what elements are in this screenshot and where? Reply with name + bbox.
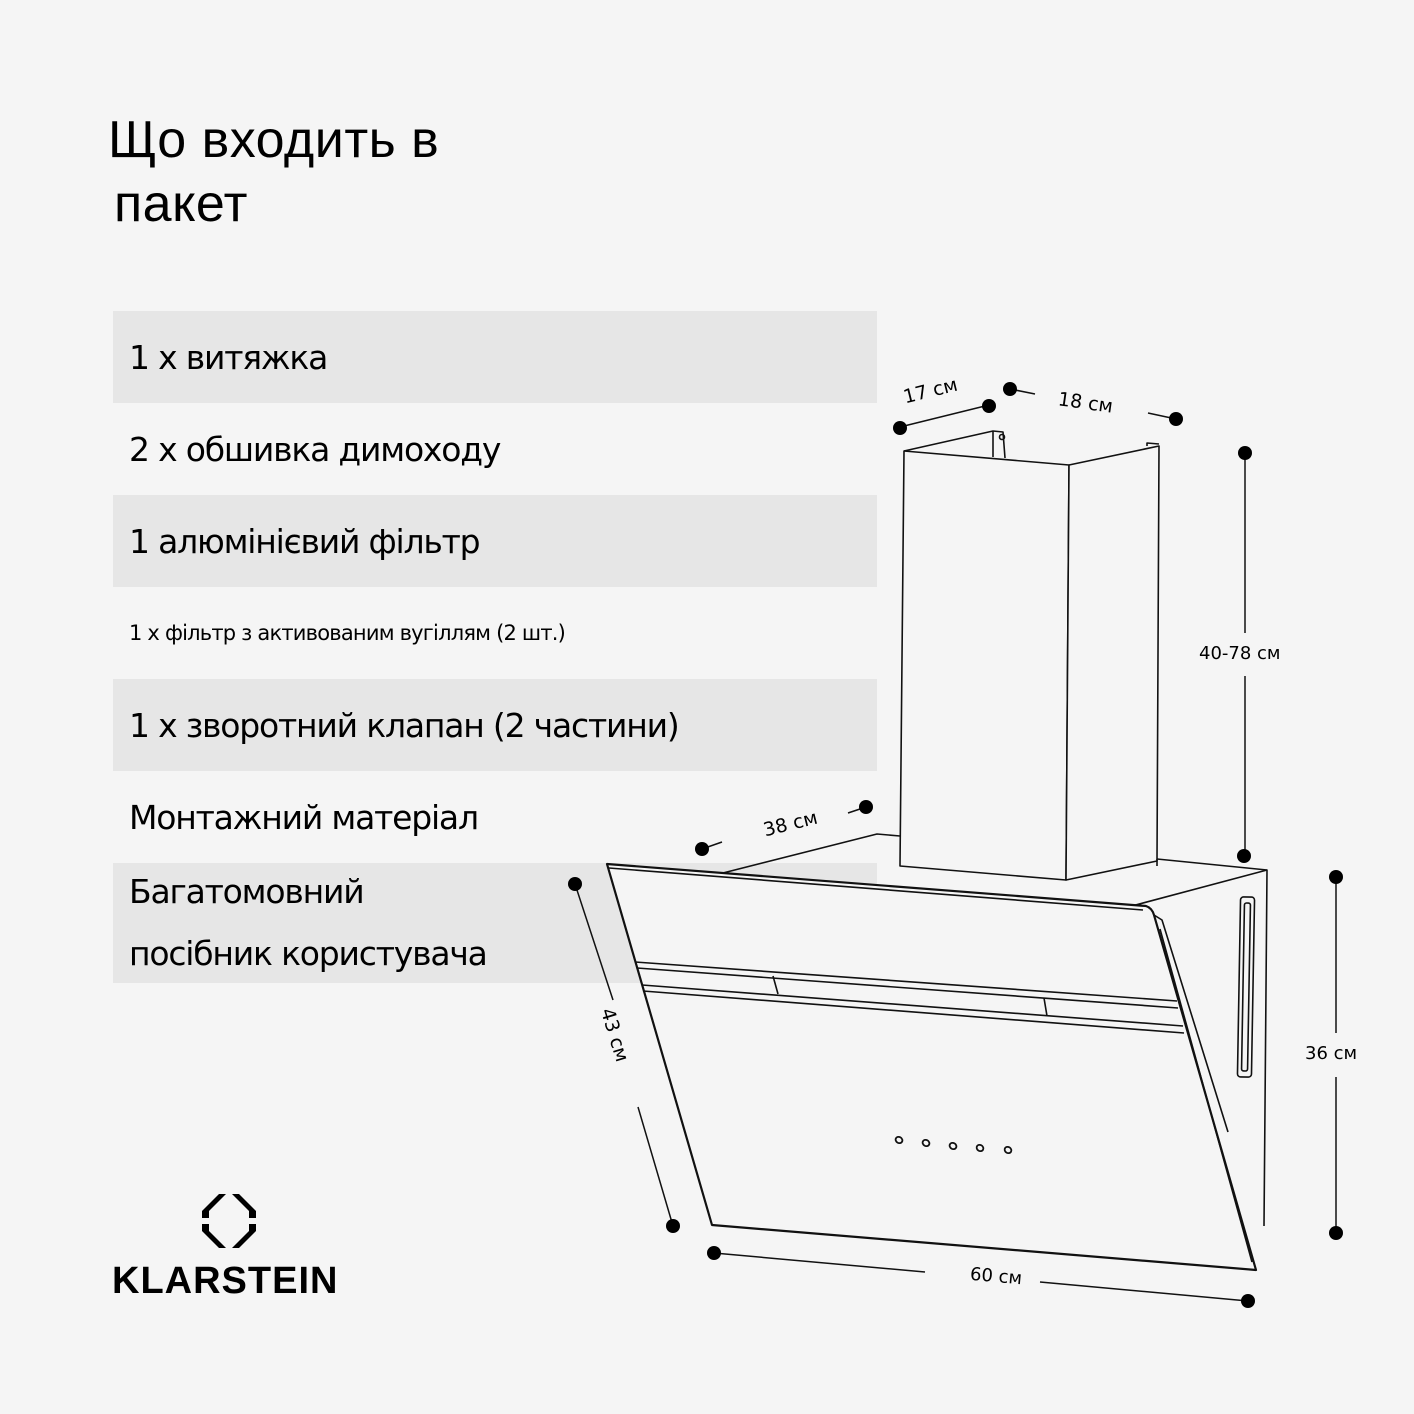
list-item-label: 2 x обшивка димоходу — [129, 429, 501, 469]
list-item-aluminum-filter: 1 алюмінієвий фільтр — [113, 495, 877, 587]
title-line-1: Що входить в — [108, 111, 440, 169]
list-item-chimney-cover: 2 x обшивка димоходу — [113, 403, 877, 495]
hood-body-drawing — [605, 833, 1268, 1272]
list-item-label: 1 x зворотний клапан (2 частини) — [129, 705, 680, 745]
list-item-label: 1 x фільтр з активованим вугіллям (2 шт.… — [129, 621, 566, 645]
dim-body-height: 36 см — [1305, 1043, 1358, 1064]
list-item-label: 1 x витяжка — [129, 337, 328, 377]
control-buttons — [894, 1135, 1013, 1155]
dim-width: 60 см — [969, 1263, 1023, 1290]
list-item-hood: 1 x витяжка — [113, 311, 877, 403]
list-item-label: 1 алюмінієвий фільтр — [129, 521, 481, 561]
brand-name: KLARSTEIN — [112, 1260, 339, 1302]
list-item-label: Монтажний матеріал — [129, 797, 479, 837]
list-item-label-line-2: посібник користувача — [129, 934, 488, 973]
title-line-2: пакет — [114, 175, 248, 233]
package-contents-list: 1 x витяжка 2 x обшивка димоходу 1 алюмі… — [113, 311, 877, 983]
octagon-logo-icon — [202, 1194, 256, 1248]
list-item-carbon-filter: 1 x фільтр з активованим вугіллям (2 шт.… — [113, 587, 877, 679]
list-item-label-line-1: Багатомовний — [129, 872, 365, 911]
dim-chimney-height: 40-78 см — [1199, 643, 1281, 664]
chimney-cover-drawing — [899, 430, 1160, 881]
list-item-check-valve: 1 x зворотний клапан (2 частини) — [113, 679, 877, 771]
page-title: Що входить в пакет — [108, 108, 439, 236]
list-item-mounting-material: Монтажний матеріал — [113, 771, 877, 863]
dimension-endpoints — [568, 382, 1343, 1308]
